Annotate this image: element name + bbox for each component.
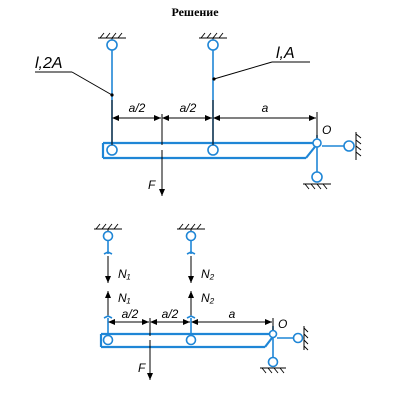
hinge-beam-right	[207, 144, 219, 156]
hinge-rod-left-top	[106, 39, 118, 51]
hinge-rod-left-top	[102, 230, 114, 242]
n1-lower-label: N₁	[118, 291, 131, 305]
n1-upper-label: N₁	[118, 267, 131, 281]
rod-left-label: l,2A	[35, 55, 63, 72]
dim-label-2: a/2	[180, 101, 197, 115]
leader-right	[213, 61, 273, 80]
force-label: F	[148, 178, 156, 192]
hinge-rod-right-top	[207, 39, 219, 51]
ceiling-support-right	[177, 223, 205, 232]
bottom-diagram: N₁ N₂ N₁ N₂	[94, 223, 309, 380]
break-mark	[186, 315, 196, 319]
dim-label-1: a/2	[122, 307, 139, 321]
hinge-beam-right	[185, 334, 197, 346]
dim-label-2: a/2	[162, 307, 179, 321]
pivot-support	[303, 132, 362, 190]
hinge-beam-left	[102, 334, 114, 346]
dim-label-3: a	[262, 101, 269, 115]
pivot-label: O	[278, 317, 287, 331]
pivot-support	[260, 326, 309, 374]
dimension-lines	[108, 318, 274, 336]
dim-label-1: a/2	[129, 101, 146, 115]
break-mark	[103, 251, 113, 255]
pivot-hinge	[312, 138, 322, 148]
break-mark	[103, 315, 113, 319]
ceiling-support-right	[199, 32, 227, 41]
rod-right-label: l,A	[276, 45, 295, 62]
n2-upper-label: N₂	[201, 267, 215, 281]
hinge-rod-right-top	[185, 230, 197, 242]
pivot-hinge	[268, 329, 278, 339]
rigid-beam	[99, 332, 276, 349]
pivot-label: O	[322, 123, 331, 137]
page-title: Решение	[171, 5, 219, 19]
dim-label-3: a	[229, 307, 236, 321]
dimension-lines	[111, 100, 318, 145]
top-diagram: F a/2 a/2 a O l,2A l,A	[35, 32, 362, 196]
n2-lower-label: N₂	[201, 291, 215, 305]
force-label: F	[138, 361, 146, 375]
leader-left	[71, 71, 113, 96]
hinge-beam-left	[106, 144, 118, 156]
break-mark	[186, 251, 196, 255]
